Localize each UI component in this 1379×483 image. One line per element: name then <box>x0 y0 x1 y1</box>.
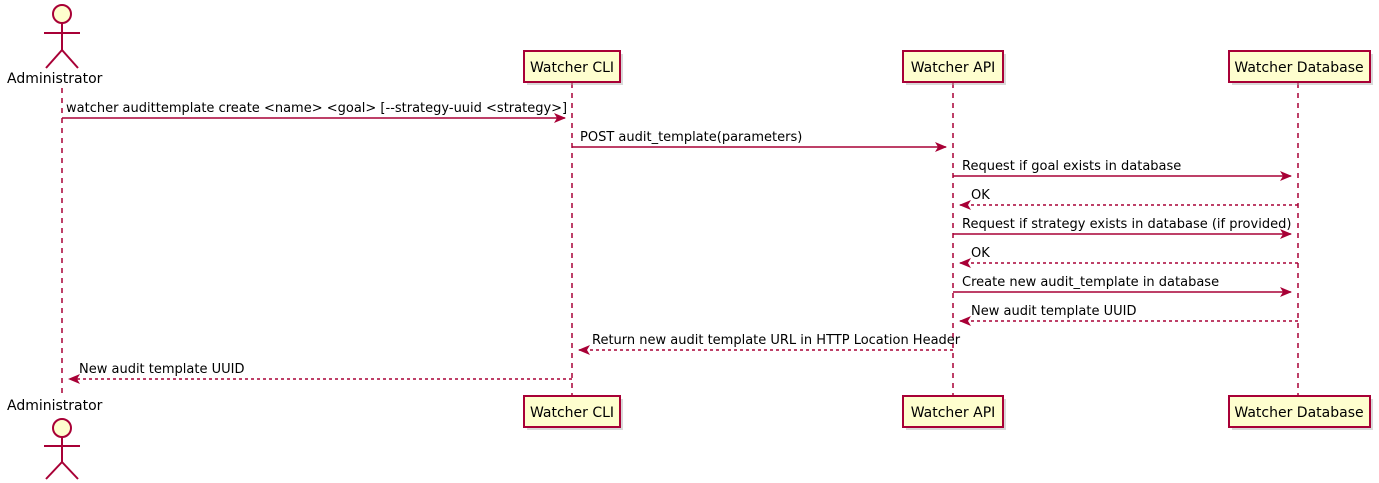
message-9[interactable]: Return new audit template URL in HTTP Lo… <box>578 333 961 355</box>
participant-box-watcher-database-top[interactable]: Watcher Database <box>1228 50 1373 85</box>
message-4[interactable]: OK <box>959 188 1298 210</box>
message-10[interactable]: New audit template UUID <box>68 362 572 384</box>
actor-stick-figure-icon-top <box>44 4 80 69</box>
message-3[interactable]: Request if goal exists in database <box>953 159 1292 181</box>
message-label-5: Request if strategy exists in database (… <box>962 217 1291 232</box>
message-label-6: OK <box>971 246 990 261</box>
lifelines <box>61 83 1299 396</box>
message-label-10: New audit template UUID <box>79 362 244 377</box>
participant-label-watcher-api-bottom: Watcher API <box>911 405 996 421</box>
participant-box-watcher-api-top[interactable]: Watcher API <box>902 50 1006 85</box>
participant-box-watcher-cli-bottom[interactable]: Watcher CLI <box>523 395 623 430</box>
participant-label-watcher-cli-bottom: Watcher CLI <box>530 405 614 421</box>
message-label-1: watcher audittemplate create <name> <goa… <box>66 101 567 116</box>
actor-label-administrator-top: Administrator <box>7 71 103 87</box>
message-7[interactable]: Create new audit_template in database <box>953 275 1292 297</box>
participant-label-watcher-database-bottom: Watcher Database <box>1234 405 1363 421</box>
actor-label-administrator-bottom: Administrator <box>7 398 103 414</box>
actor-administrator-bottom[interactable]: Administrator <box>7 398 103 480</box>
message-label-8: New audit template UUID <box>971 304 1136 319</box>
participant-label-watcher-database-top: Watcher Database <box>1234 60 1363 76</box>
actor-administrator-top[interactable]: Administrator <box>7 4 103 87</box>
participant-box-watcher-cli-top[interactable]: Watcher CLI <box>523 50 623 85</box>
message-label-4: OK <box>971 188 990 203</box>
message-label-7: Create new audit_template in database <box>962 275 1219 290</box>
message-5[interactable]: Request if strategy exists in database (… <box>953 217 1292 239</box>
message-label-2: POST audit_template(parameters) <box>580 130 802 145</box>
actor-stick-figure-icon-bottom <box>44 418 80 480</box>
message-2[interactable]: POST audit_template(parameters) <box>572 130 947 152</box>
participant-box-watcher-database-bottom[interactable]: Watcher Database <box>1228 395 1373 430</box>
participant-box-watcher-api-bottom[interactable]: Watcher API <box>902 395 1006 430</box>
participant-label-watcher-api-top: Watcher API <box>911 60 996 76</box>
message-label-9: Return new audit template URL in HTTP Lo… <box>592 333 961 348</box>
participant-label-watcher-cli-top: Watcher CLI <box>530 60 614 76</box>
message-6[interactable]: OK <box>959 246 1298 268</box>
message-1[interactable]: watcher audittemplate create <name> <goa… <box>62 101 567 123</box>
message-8[interactable]: New audit template UUID <box>959 304 1298 326</box>
message-label-3: Request if goal exists in database <box>962 159 1181 174</box>
